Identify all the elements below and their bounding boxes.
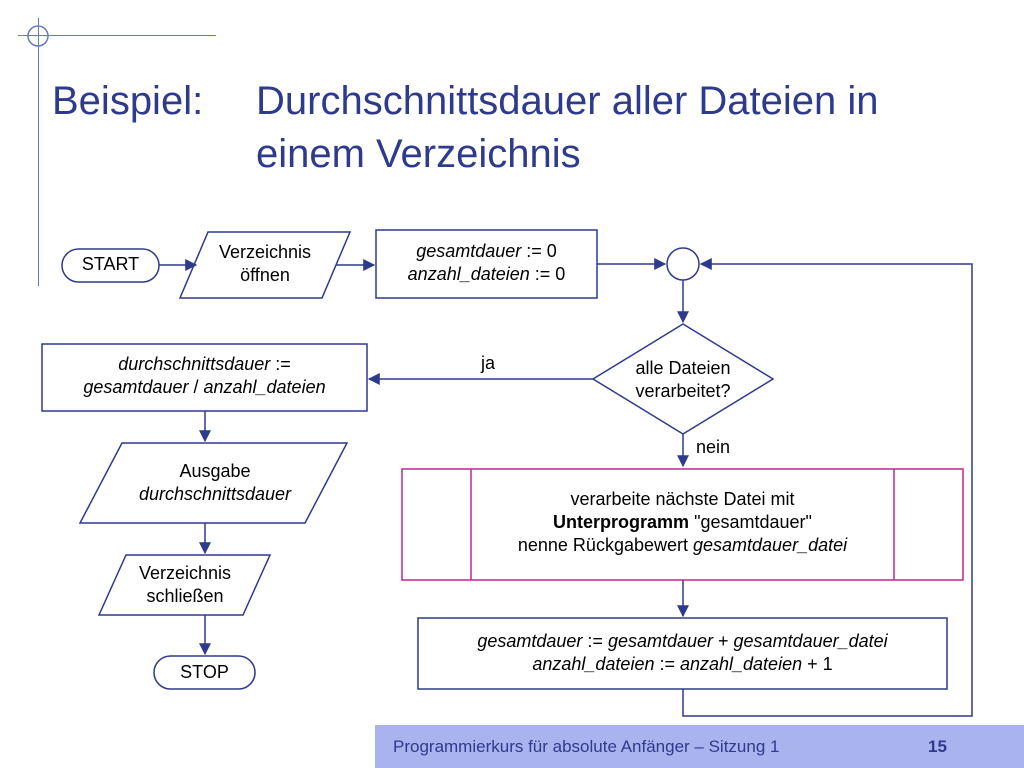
calc-div: / [188, 377, 204, 397]
decor-circle-icon [27, 25, 49, 47]
update-b3: anzahl_dateien [679, 654, 803, 674]
init-val-1: := 0 [521, 241, 557, 261]
calc-var: durchschnittsdauer [118, 354, 271, 374]
no-label: nein [695, 437, 731, 457]
update-line-1: gesamtdauer := gesamtdauer + gesamtdauer… [418, 630, 947, 653]
init-var-2: anzahl_dateien [407, 264, 530, 284]
output-var: durchschnittsdauer [138, 484, 292, 504]
subprogram-line-2: Unterprogramm "gesamtdauer" [471, 511, 894, 534]
update-line-2: anzahl_dateien := anzahl_dateien + 1 [418, 653, 947, 676]
footer-text: Programmierkurs für absolute Anfänger – … [393, 737, 780, 756]
output-label: Ausgabe durchschnittsdauer [110, 460, 320, 506]
subprogram-return-var: gesamtdauer_datei [693, 535, 848, 555]
junction-circle [666, 247, 700, 281]
calc-label: durchschnittsdauer := gesamtdauer / anza… [42, 353, 367, 399]
decision-line-2: verarbeitet? [635, 381, 731, 401]
init-label: gesamtdauer := 0 anzahl_dateien := 0 [376, 240, 597, 286]
update-label: gesamtdauer := gesamtdauer + gesamtdauer… [418, 630, 947, 676]
subprogram-name: "gesamtdauer" [689, 512, 812, 532]
arrow-loop-back [682, 258, 973, 717]
decor-vertical-line [38, 18, 39, 286]
open-dir-parallelogram [178, 231, 352, 299]
title-line-2: einem Verzeichnis [256, 132, 581, 176]
subprogram-label: verarbeite nächste Datei mit Unterprogra… [471, 488, 894, 557]
output-line-1: Ausgabe [179, 461, 251, 481]
output-parallelogram [78, 442, 349, 524]
update-a1: gesamtdauer [477, 631, 583, 651]
title-prefix: Beispiel: [52, 79, 204, 123]
init-line-1: gesamtdauer := 0 [376, 240, 597, 263]
init-line-2: anzahl_dateien := 0 [376, 263, 597, 286]
stop-label: STOP [180, 662, 229, 682]
title-line-1: Durchschnittsdauer aller Dateien in [256, 79, 879, 123]
calc-op-1: gesamtdauer [83, 377, 189, 397]
update-a3: gesamtdauer [607, 631, 714, 651]
start-label: START [81, 254, 140, 274]
update-a2: := [582, 631, 608, 651]
open-dir-line-2: öffnen [240, 265, 290, 285]
calc-line-1: durchschnittsdauer := [42, 353, 367, 376]
subprogram-bold: Unterprogramm [553, 512, 690, 532]
init-var-1: gesamtdauer [416, 241, 522, 261]
decor-horizontal-line [18, 35, 216, 36]
update-a5: gesamtdauer_datei [733, 631, 888, 651]
stop-terminator [153, 655, 256, 690]
update-a4: + [713, 631, 734, 651]
update-b1: anzahl_dateien [532, 654, 655, 674]
calc-op-2: anzahl_dateien [203, 377, 326, 397]
footer-bar: Programmierkurs für absolute Anfänger – … [375, 725, 1024, 768]
update-b4: + [802, 654, 823, 674]
close-dir-label: Verzeichnis schließen [110, 562, 260, 608]
subprogram-box [401, 468, 964, 581]
calc-assign: := [270, 354, 291, 374]
open-dir-label: Verzeichnis öffnen [190, 241, 340, 287]
subprogram-return-text: nenne Rückgabewert [517, 535, 693, 555]
init-val-2: := 0 [529, 264, 566, 284]
decision-label: alle Dateien verarbeitet? [603, 357, 763, 403]
close-dir-line-2: schließen [146, 586, 224, 606]
footer-page-number: 15 [928, 737, 947, 756]
subprogram-line-1: verarbeite nächste Datei mit [570, 489, 795, 509]
calc-line-2: gesamtdauer / anzahl_dateien [42, 376, 367, 399]
update-b5: 1 [822, 654, 833, 674]
decision-line-1: alle Dateien [635, 358, 731, 378]
open-dir-line-1: Verzeichnis [218, 242, 312, 262]
subprogram-line-3: nenne Rückgabewert gesamtdauer_datei [471, 534, 894, 557]
output-line-2: durchschnittsdauer [110, 483, 320, 506]
update-b2: := [654, 654, 680, 674]
close-dir-line-1: Verzeichnis [138, 563, 232, 583]
yes-label: ja [480, 353, 495, 373]
close-dir-parallelogram [97, 554, 272, 616]
